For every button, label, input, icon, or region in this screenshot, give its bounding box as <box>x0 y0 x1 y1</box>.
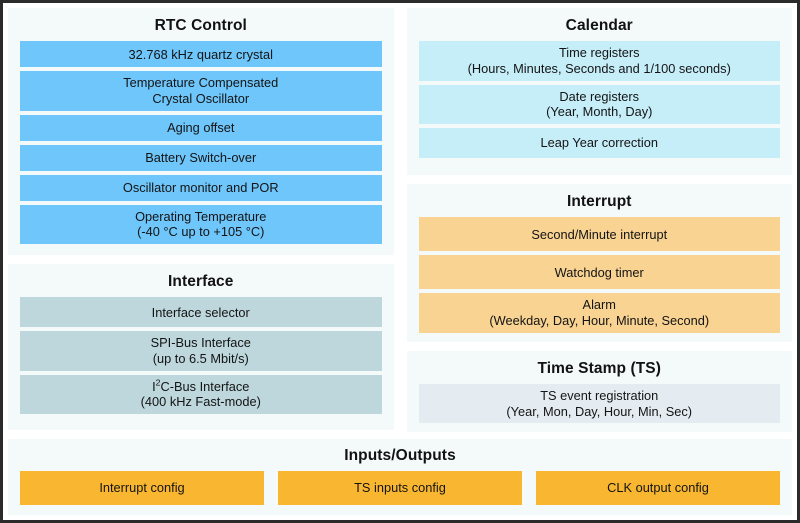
rtc-item-aging-offset[interactable]: Aging offset <box>20 114 382 141</box>
interface-item-line1: I2C-Bus Interface <box>152 377 250 394</box>
interface-item-spi-bus[interactable]: SPI-Bus Interface (up to 6.5 Mbit/s) <box>20 331 382 371</box>
rtc-item-operating-temperature[interactable]: Operating Temperature (-40 °C up to +105… <box>20 204 382 244</box>
io-item-clk-output-config[interactable]: CLK output config <box>536 471 780 505</box>
rtc-item-line2: (-40 °C up to +105 °C) <box>137 224 265 240</box>
calendar-item-line1: Date registers <box>559 88 640 104</box>
interface-item-selector[interactable]: Interface selector <box>20 297 382 328</box>
panel-calendar: Calendar Time registers (Hours, Minutes,… <box>406 8 792 175</box>
calendar-item-label: Time registers (Hours, Minutes, Seconds … <box>468 45 731 76</box>
panel-inputs-outputs: Inputs/Outputs Interrupt config TS input… <box>8 438 792 515</box>
rtc-item-label: Operating Temperature (-40 °C up to +105… <box>135 209 266 240</box>
interrupt-item-watchdog-timer[interactable]: Watchdog timer <box>418 255 780 290</box>
inputs-outputs-items: Interrupt config TS inputs config CLK ou… <box>20 471 780 505</box>
interface-items: Interface selector SPI-Bus Interface (up… <box>20 297 382 420</box>
time-stamp-item-line2: (Year, Mon, Day, Hour, Min, Sec) <box>506 403 693 419</box>
superscript-two: 2 <box>155 377 161 388</box>
interface-item-line2: (up to 6.5 Mbit/s) <box>152 350 249 366</box>
calendar-item-date-registers[interactable]: Date registers (Year, Month, Day) <box>418 84 780 124</box>
interface-item-label: I2C-Bus Interface (400 kHz Fast-mode) <box>140 377 261 410</box>
rtc-item-label: 32.768 kHz quartz crystal <box>128 46 273 62</box>
calendar-item-line2: (Year, Month, Day) <box>546 104 653 120</box>
interrupt-item-alarm[interactable]: Alarm (Weekday, Day, Hour, Minute, Secon… <box>418 293 780 333</box>
rtc-item-label: Aging offset <box>167 119 235 135</box>
rtc-control-items: 32.768 kHz quartz crystal Temperature Co… <box>20 41 382 246</box>
interrupt-item-second-minute[interactable]: Second/Minute interrupt <box>418 217 780 252</box>
panel-title-interrupt: Interrupt <box>566 193 632 210</box>
interrupt-item-line1: Alarm <box>582 297 616 313</box>
calendar-item-label: Date registers (Year, Month, Day) <box>546 89 652 120</box>
time-stamp-item-event-registration[interactable]: TS event registration (Year, Mon, Day, H… <box>418 383 780 424</box>
rtc-item-oscillator-monitor-por[interactable]: Oscillator monitor and POR <box>20 174 382 201</box>
interrupt-item-label: Watchdog timer <box>554 264 644 280</box>
interface-item-label: Interface selector <box>151 304 250 320</box>
interface-item-i2c-bus[interactable]: I2C-Bus Interface (400 kHz Fast-mode) <box>20 374 382 414</box>
interrupt-items: Second/Minute interrupt Watchdog timer A… <box>418 217 780 333</box>
rtc-item-quartz-crystal[interactable]: 32.768 kHz quartz crystal <box>20 41 382 68</box>
diagram-grid: RTC Control 32.768 kHz quartz crystal Te… <box>8 8 792 515</box>
calendar-item-line1: Time registers <box>558 45 640 61</box>
calendar-item-time-registers[interactable]: Time registers (Hours, Minutes, Seconds … <box>418 41 780 81</box>
rtc-item-line1: Operating Temperature <box>135 208 267 224</box>
interrupt-item-line2: (Weekday, Day, Hour, Minute, Second) <box>489 312 710 328</box>
right-column: Calendar Time registers (Hours, Minutes,… <box>406 8 792 433</box>
time-stamp-item-label: TS event registration (Year, Mon, Day, H… <box>506 388 692 419</box>
panel-rtc-control: RTC Control 32.768 kHz quartz crystal Te… <box>8 8 394 255</box>
calendar-items: Time registers (Hours, Minutes, Seconds … <box>418 41 780 166</box>
time-stamp-item-line1: TS event registration <box>540 387 659 403</box>
io-item-interrupt-config[interactable]: Interrupt config <box>20 471 264 505</box>
rtc-item-line2: Crystal Oscillator <box>152 90 250 106</box>
io-item-label: TS inputs config <box>354 480 446 496</box>
interface-item-label: SPI-Bus Interface (up to 6.5 Mbit/s) <box>151 335 251 366</box>
time-stamp-items: TS event registration (Year, Mon, Day, H… <box>418 383 780 424</box>
rtc-item-battery-switchover[interactable]: Battery Switch-over <box>20 144 382 171</box>
panel-title-time-stamp: Time Stamp (TS) <box>537 359 661 377</box>
left-column: RTC Control 32.768 kHz quartz crystal Te… <box>8 8 394 430</box>
panel-interface: Interface Interface selector SPI-Bus Int… <box>8 264 394 430</box>
calendar-item-label: Leap Year correction <box>540 135 658 150</box>
panel-title-calendar: Calendar <box>565 17 633 34</box>
panel-time-stamp: Time Stamp (TS) TS event registration (Y… <box>406 350 792 433</box>
interrupt-item-label: Second/Minute interrupt <box>531 226 668 242</box>
interrupt-item-label: Alarm (Weekday, Day, Hour, Minute, Secon… <box>489 297 709 328</box>
io-item-label: CLK output config <box>607 480 709 496</box>
calendar-item-line2: (Hours, Minutes, Seconds and 1/100 secon… <box>467 60 731 76</box>
diagram-columns: RTC Control 32.768 kHz quartz crystal Te… <box>8 8 792 433</box>
calendar-item-leap-year-correction[interactable]: Leap Year correction <box>418 127 780 158</box>
panel-title-inputs-outputs: Inputs/Outputs <box>344 446 456 464</box>
rtc-item-label: Temperature Compensated Crystal Oscillat… <box>123 75 278 106</box>
io-item-label: Interrupt config <box>99 480 185 496</box>
rtc-item-line1: Temperature Compensated <box>123 75 279 91</box>
rtc-item-tcxo[interactable]: Temperature Compensated Crystal Oscillat… <box>20 71 382 111</box>
panel-interrupt: Interrupt Second/Minute interrupt Watchd… <box>406 184 792 342</box>
panel-title-interface: Interface <box>167 273 234 290</box>
io-item-ts-inputs-config[interactable]: TS inputs config <box>278 471 522 505</box>
rtc-item-label: Oscillator monitor and POR <box>122 179 279 195</box>
interface-item-line1: SPI-Bus Interface <box>150 335 251 351</box>
panel-title-rtc-control: RTC Control <box>154 17 247 34</box>
rtc-item-label: Battery Switch-over <box>145 149 257 165</box>
interface-item-line2: (400 kHz Fast-mode) <box>140 394 261 410</box>
